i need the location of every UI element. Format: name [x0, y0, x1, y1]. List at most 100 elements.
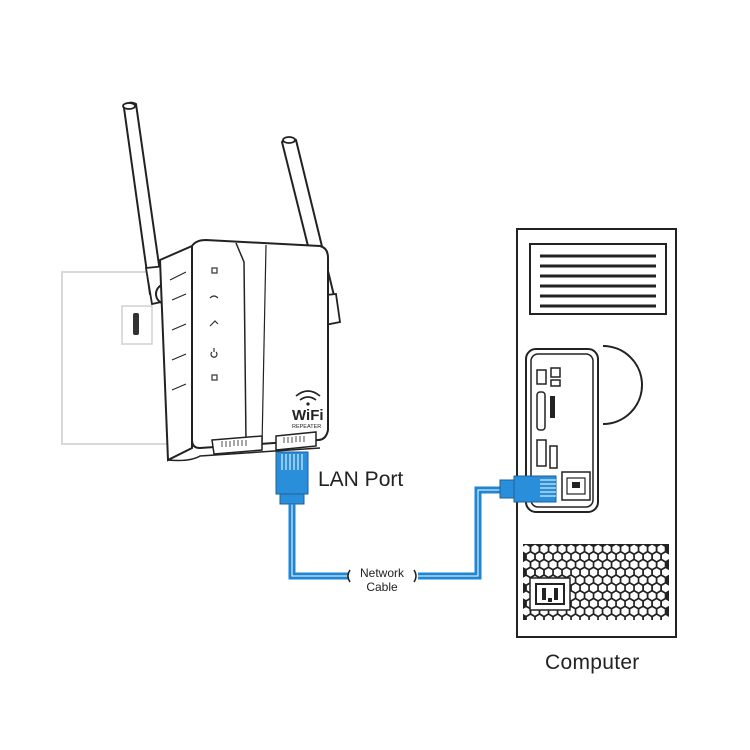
grille-hole	[585, 560, 593, 569]
grille-hole	[625, 599, 634, 608]
grille-hole	[630, 560, 638, 569]
grille-hole	[522, 591, 530, 600]
grille-hole	[598, 599, 607, 608]
grille-hole	[553, 552, 562, 561]
grille-hole	[616, 615, 625, 624]
grille-hole	[562, 615, 571, 624]
grille-hole	[648, 560, 656, 569]
grille-hole	[585, 591, 593, 600]
grille-hole	[630, 607, 638, 616]
status-led-icons	[209, 267, 219, 381]
grille-hole	[662, 568, 670, 577]
grille-hole	[607, 583, 616, 593]
grille-hole	[589, 552, 598, 561]
grille-hole	[535, 568, 544, 577]
grille-hole	[625, 583, 634, 593]
wifi-logo: WiFi REPEATER	[292, 390, 324, 430]
grille-hole	[653, 615, 661, 624]
network-cable-label-line1: Network	[359, 566, 404, 580]
grille-hole	[589, 583, 598, 593]
grille-hole	[644, 615, 652, 624]
grille-hole	[567, 560, 575, 569]
grille-hole	[576, 560, 584, 569]
grille-hole	[594, 576, 602, 585]
grille-hole	[648, 591, 656, 600]
grille-hole	[603, 607, 611, 616]
grille-hole	[571, 583, 580, 593]
grille-hole	[603, 544, 611, 554]
grille-hole	[657, 607, 665, 616]
grille-hole	[598, 568, 607, 577]
grille-hole	[621, 560, 629, 569]
grille-hole	[576, 544, 584, 554]
grille-hole	[594, 544, 602, 554]
grille-hole	[648, 607, 656, 616]
grille-hole	[657, 544, 665, 554]
grille-hole	[526, 552, 535, 561]
grille-hole	[531, 544, 539, 554]
grille-hole	[585, 607, 593, 616]
grille-hole	[639, 607, 647, 616]
grille-hole	[562, 568, 571, 577]
grille-hole	[553, 568, 562, 577]
grille-hole	[621, 607, 629, 616]
grille-hole	[571, 552, 580, 561]
grille-hole	[625, 568, 634, 577]
grille-hole	[580, 615, 589, 624]
grille-hole	[653, 568, 661, 577]
grille-hole	[522, 544, 530, 554]
grille-hole	[639, 591, 647, 600]
repeater-cable-connector	[275, 451, 309, 505]
grille-hole	[612, 560, 620, 569]
grille-hole	[598, 552, 607, 561]
grille-hole	[549, 560, 557, 569]
grille-hole	[657, 576, 665, 585]
grille-hole	[644, 552, 652, 561]
lan-port-label: LAN Port	[318, 468, 404, 491]
grille-hole	[644, 599, 652, 608]
grille-hole	[544, 552, 553, 561]
grille-hole	[576, 591, 584, 600]
grille-hole	[603, 591, 611, 600]
wifi-repeater: WiFi REPEATER	[158, 238, 329, 462]
wifi-logo-text: WiFi	[292, 407, 324, 424]
grille-hole	[607, 599, 616, 608]
grille-hole	[571, 599, 580, 608]
grille-hole	[657, 560, 665, 569]
grille-hole	[653, 599, 661, 608]
grille-hole	[634, 599, 643, 608]
grille-hole	[526, 615, 535, 624]
grille-hole	[594, 560, 602, 569]
grille-hole	[585, 576, 593, 585]
grille-hole	[630, 576, 638, 585]
computer-cable-connector	[499, 475, 557, 503]
grille-hole	[648, 544, 656, 554]
grille-hole	[522, 607, 530, 616]
grille-hole	[522, 576, 530, 585]
network-cable-label: Network Cable	[351, 566, 413, 594]
grille-hole	[662, 552, 670, 561]
grille-hole	[625, 552, 634, 561]
grille-hole	[544, 615, 553, 624]
grille-hole	[630, 591, 638, 600]
grille-hole	[662, 599, 670, 608]
grille-hole	[571, 615, 580, 624]
grille-hole	[535, 552, 544, 561]
grille-hole	[612, 591, 620, 600]
grille-hole	[540, 560, 548, 569]
grille-hole	[580, 552, 589, 561]
grille-hole	[526, 568, 535, 577]
grille-hole	[580, 599, 589, 608]
grille-hole	[576, 576, 584, 585]
grille-hole	[585, 544, 593, 554]
grille-hole	[607, 552, 616, 561]
grille-hole	[553, 615, 562, 624]
computer-tower	[516, 228, 677, 638]
grille-hole	[603, 576, 611, 585]
grille-hole	[616, 552, 625, 561]
network-cable	[288, 486, 500, 580]
grille-hole	[653, 552, 661, 561]
grille-hole	[594, 607, 602, 616]
grille-hole	[634, 615, 643, 624]
grille-hole	[616, 583, 625, 593]
